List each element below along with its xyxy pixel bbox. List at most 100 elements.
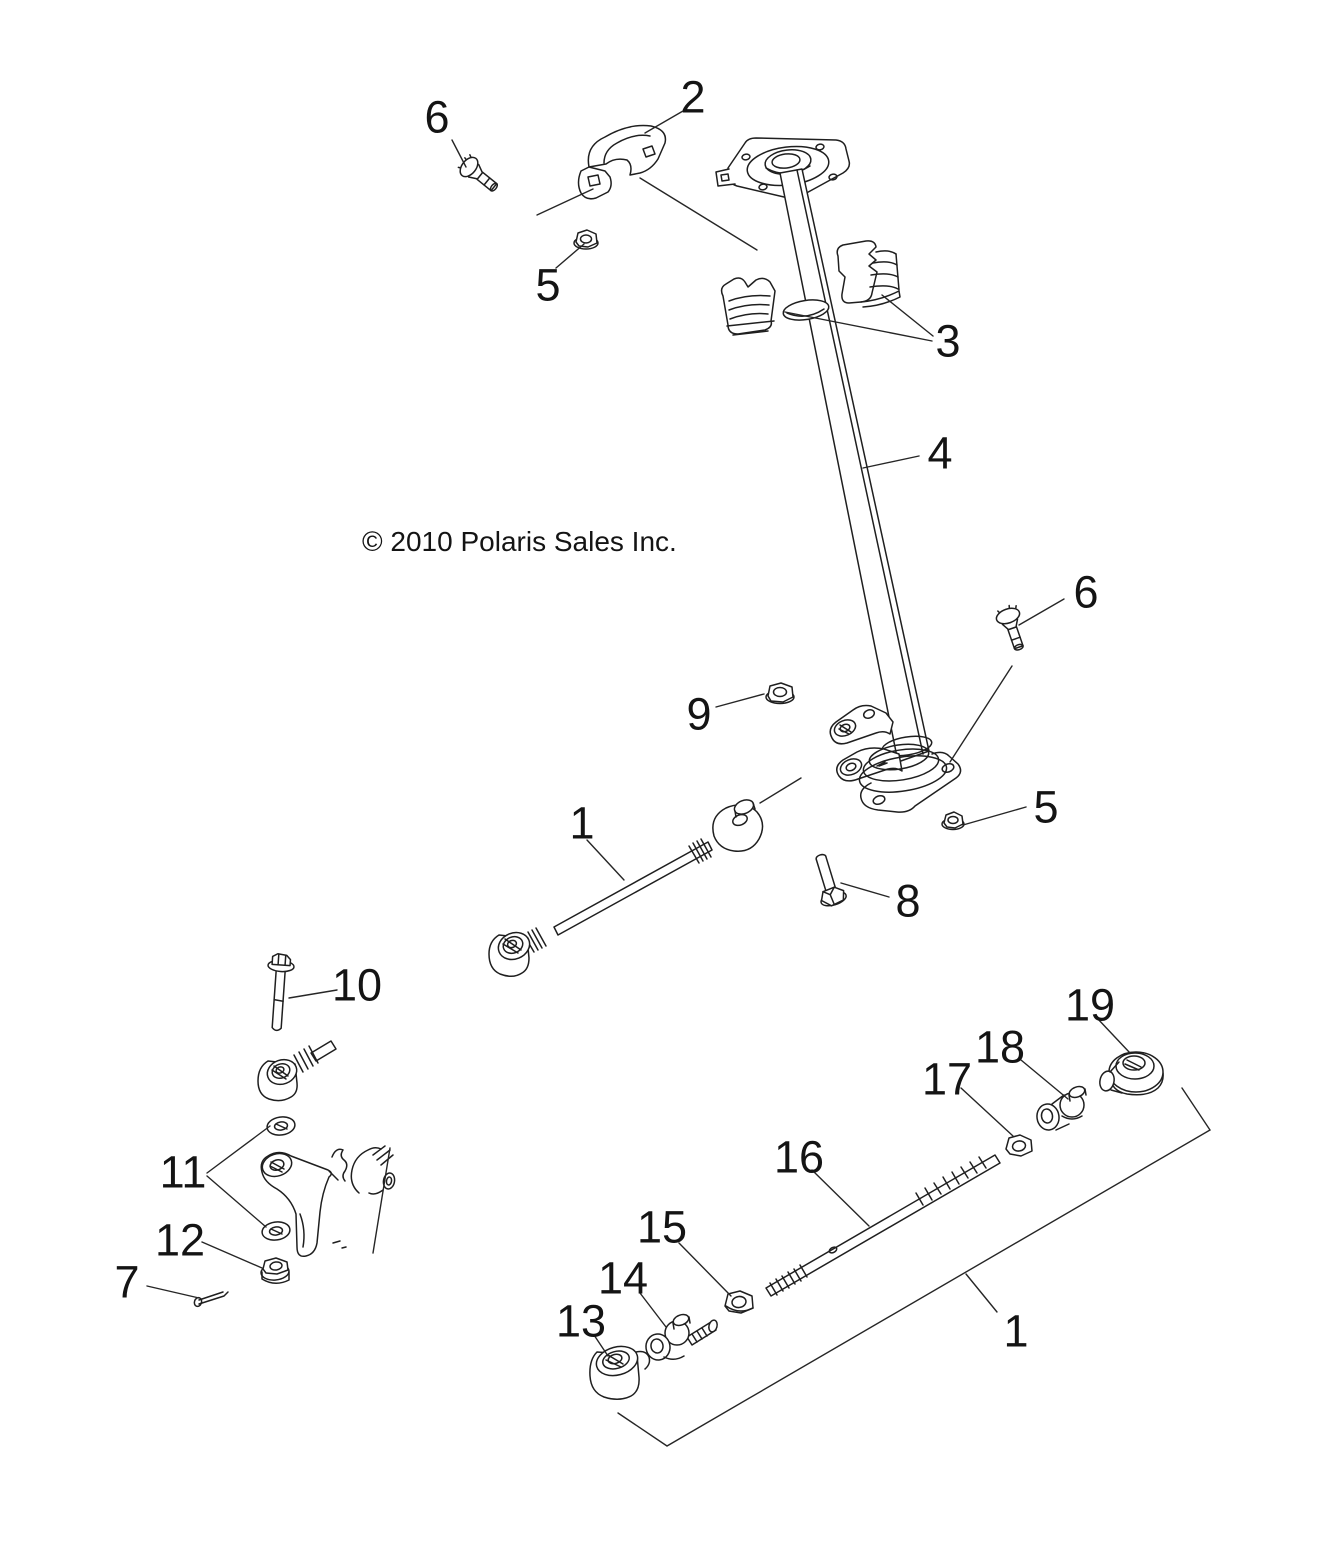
callout-18[interactable]: 18: [975, 1022, 1025, 1073]
line-art: [872, 794, 886, 806]
tie-rod-upper: [488, 799, 764, 977]
washers-11: [261, 1116, 296, 1241]
line-art: [270, 1228, 283, 1235]
callout-17[interactable]: 17: [922, 1054, 972, 1105]
line-art: [1122, 1055, 1146, 1071]
ball-joint-14: [645, 1313, 718, 1361]
callout-3[interactable]: 3: [935, 316, 960, 367]
line-art: [1013, 643, 1024, 651]
callout-9[interactable]: 9: [686, 689, 711, 740]
line-art: [602, 1350, 630, 1370]
callout-6[interactable]: 6: [1073, 567, 1098, 618]
line-art: [385, 1176, 393, 1186]
callout-8[interactable]: 8: [895, 876, 920, 927]
line-art: [715, 168, 736, 187]
line-art: [489, 182, 499, 192]
flange-nut-12: [260, 1257, 290, 1284]
callout-5[interactable]: 5: [1033, 782, 1058, 833]
assembly-line: [639, 177, 758, 251]
tie-rod-16: [765, 1154, 1001, 1297]
cotter-pin-7: [193, 1291, 229, 1308]
callout-6[interactable]: 6: [424, 92, 449, 143]
assembly-lines-layer: [372, 177, 1211, 1447]
line-art: [688, 838, 712, 864]
line-art: [767, 682, 794, 703]
line-art: [645, 1333, 671, 1361]
callout-11[interactable]: 11: [160, 1147, 207, 1198]
callout-13[interactable]: 13: [556, 1296, 606, 1347]
assembly-line: [949, 665, 1013, 763]
line-art: [273, 998, 284, 1002]
line-art: [1010, 636, 1021, 641]
line-art: [268, 1226, 284, 1236]
line-art: [1109, 1072, 1164, 1096]
callout-7[interactable]: 7: [114, 1257, 139, 1308]
leader-line-1: [965, 1273, 998, 1313]
callout-14[interactable]: 14: [598, 1253, 648, 1304]
line-art: [310, 1040, 337, 1062]
leader-line-13: [593, 1334, 609, 1357]
line-art: [579, 234, 593, 244]
leader-line-5: [962, 806, 1027, 826]
callout-12[interactable]: 12: [155, 1215, 205, 1266]
line-art: [368, 1189, 384, 1195]
jam-nut-15: [724, 1290, 754, 1314]
line-art: [1040, 1108, 1054, 1124]
assembly-line: [536, 188, 594, 216]
line-art: [726, 320, 775, 336]
line-art: [1068, 1088, 1087, 1102]
line-art: [663, 1355, 685, 1360]
leader-line-11: [206, 1125, 271, 1174]
line-art: [725, 1305, 754, 1312]
steering-clamp-bracket: [577, 124, 667, 200]
line-art: [838, 724, 852, 735]
leader-line-12: [201, 1241, 263, 1269]
callout-16[interactable]: 16: [774, 1132, 824, 1183]
leader-line-16: [811, 1169, 870, 1227]
leader-line-5: [555, 243, 585, 269]
line-art: [1061, 1115, 1083, 1120]
line-art: [724, 1290, 754, 1314]
line-art: [350, 1146, 382, 1194]
callout-2[interactable]: 2: [680, 72, 705, 123]
line-art: [769, 1264, 808, 1296]
callout-1[interactable]: 1: [569, 798, 594, 849]
line-art: [943, 811, 964, 829]
callout-5[interactable]: 5: [535, 260, 560, 311]
line-art: [650, 1338, 664, 1354]
line-art: [1108, 1051, 1164, 1093]
flange-nut-5-lower: [941, 811, 965, 831]
callout-1[interactable]: 1: [1003, 1306, 1028, 1357]
line-art: [941, 762, 955, 774]
line-art: [269, 1261, 283, 1271]
line-art: [577, 166, 612, 200]
line-art: [862, 709, 876, 719]
line-art: [1036, 1103, 1060, 1131]
line-art: [372, 1145, 394, 1166]
leader-line-17: [960, 1087, 1014, 1137]
callout-10[interactable]: 10: [332, 960, 382, 1011]
line-art: [822, 886, 835, 905]
bolt-8: [815, 853, 847, 907]
line-art: [712, 804, 764, 852]
line-art: [299, 1213, 305, 1248]
leader-line-3: [881, 294, 934, 337]
bolt-10: [267, 953, 295, 1032]
tie-rod-end-13: [589, 1345, 651, 1400]
line-art: [1109, 1061, 1123, 1094]
callout-4[interactable]: 4: [927, 428, 952, 479]
assembly-line: [372, 1147, 391, 1254]
line-art: [275, 1123, 288, 1130]
line-art: [273, 1121, 289, 1131]
ball-joint-18: [1036, 1085, 1087, 1131]
line-art: [731, 1295, 747, 1309]
line-art: [772, 686, 788, 698]
callout-15[interactable]: 15: [637, 1202, 687, 1253]
line-art: [587, 174, 601, 187]
line-art: [1005, 1134, 1033, 1157]
line-art: [575, 229, 598, 248]
callout-19[interactable]: 19: [1065, 980, 1115, 1031]
